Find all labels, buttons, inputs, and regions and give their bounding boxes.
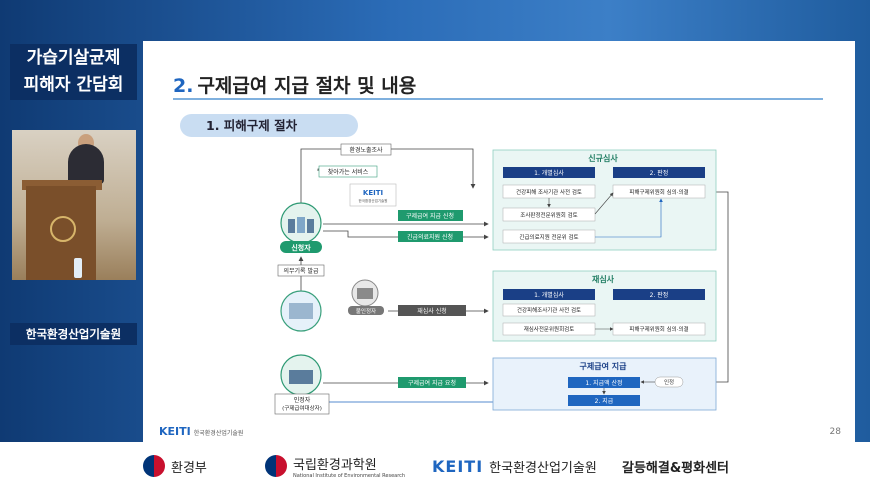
emergency-apply-text: 긴급의료지원 신청 (407, 233, 453, 241)
nier-name-en: National Institute of Environmental Rese… (293, 472, 406, 479)
recipient-label-box (274, 393, 330, 415)
reexam-apply-text: 재심사 신청 (417, 307, 447, 315)
event-title-box: 가습기살균제 피해자 간담회 (10, 44, 137, 100)
connector-top-to-new (391, 148, 476, 189)
new-review-step2 (613, 167, 705, 178)
approve-text: 인정 (664, 379, 674, 386)
podium-top (22, 180, 102, 190)
relief-apply-pill (398, 210, 463, 221)
slide-footer-logo-sub: 한국환경산업기술원 (193, 430, 244, 437)
payment-step1-text: 1. 지급액 산정 (585, 379, 622, 387)
recipient-label1: 인정자 (294, 396, 311, 404)
new-review-step1 (503, 167, 595, 178)
applicant-person-icon (307, 219, 314, 233)
outreach-box (318, 165, 378, 178)
recipient-label2: (구제급여대상자) (282, 404, 322, 412)
new-review-item3-text: 긴급의료지원 전문위 검토 (519, 233, 578, 241)
re-review-item1 (502, 303, 596, 317)
new-review-decision-text: 피해구제위원회 심의·의결 (629, 188, 688, 196)
event-title-line2: 피해자 간담회 (23, 75, 124, 95)
section-number: 2. (173, 75, 194, 97)
slide-title-text: 구제급여 지급 절차 및 내용 (197, 75, 417, 97)
applicant-person-icon (297, 217, 305, 233)
re-review-item2-text: 재심사전문위원회검토 (524, 325, 575, 333)
applicant-label: 신청자 (291, 243, 311, 252)
env-exposure-text: 환경노출조사 (349, 146, 383, 154)
re-review-step2-text: 2. 판정 (650, 291, 669, 299)
new-review-item2-text: 조사판정전문위원회 검토 (520, 211, 577, 219)
center-logo: 갈등해결&평화센터 (622, 452, 729, 480)
new-review-item2 (502, 207, 596, 222)
event-title-line1: 가습기살균제 (26, 48, 121, 68)
connector-applicant-up (300, 148, 341, 215)
re-review-step2 (613, 289, 705, 300)
emergency-apply-pill (398, 231, 463, 242)
presentation-slide: 2.구제급여 지급 절차 및 내용 1. 피해구제 절차 환경노출조사 찾아가는… (143, 41, 855, 442)
applicant-label-pill (280, 241, 322, 253)
env-exposure-box (340, 143, 392, 156)
organization-label: 한국환경산업기술원 (10, 323, 137, 345)
subtitle-pill: 1. 피해구제 절차 (180, 114, 358, 137)
dissatisfied-person-icon (357, 288, 373, 299)
new-review-header: 신규심사 (588, 153, 618, 163)
podium-seal-icon (50, 216, 76, 242)
payment-step1 (568, 377, 640, 388)
outreach-text: 찾아가는 서비스 (328, 168, 369, 176)
taeguk-icon (143, 455, 165, 477)
reexam-apply-pill (398, 305, 466, 316)
medical-issue-box (277, 264, 325, 277)
page-number: 28 (829, 427, 841, 437)
new-review-step1-text: 1. 개별심사 (534, 169, 564, 177)
keiti-name: 한국환경산업기술원 (489, 460, 597, 476)
payment-header: 구제급여 지급 (580, 361, 628, 371)
keiti-logo-text: KEITI (432, 456, 484, 476)
nier-name-kr: 국립환경과학원 (293, 457, 377, 473)
relief-procedure-diagram: 환경노출조사 찾아가는 서비스 KEITI 한국환경산업기술원 신청자 의무기록… (274, 143, 729, 415)
relief-request-pill (398, 377, 466, 388)
new-review-decision (612, 184, 706, 199)
ministry-logo: 환경부 (143, 452, 207, 480)
relief-request-text: 구제급여 지급 요청 (408, 379, 456, 387)
re-review-step1-text: 1. 개별심사 (534, 291, 564, 299)
applicant-person-icon (288, 219, 295, 233)
keiti-logo: KEITI 한국환경산업기술원 (432, 452, 597, 480)
new-review-step2-text: 2. 판정 (650, 169, 669, 177)
dissatisfied-label: 불인정자 (356, 307, 376, 315)
dissatisfied-label-pill (348, 306, 384, 315)
slide-footer-logo-text: KEITI (159, 425, 191, 438)
ministry-name: 환경부 (171, 460, 207, 476)
re-review-step1 (503, 289, 595, 300)
speaker-video (12, 130, 136, 280)
speaker (68, 144, 104, 184)
payment-step2-text: 2. 지급 (595, 397, 614, 405)
new-review-item3 (502, 229, 596, 244)
new-review-arrow (594, 192, 614, 215)
taeguk-icon (265, 455, 287, 477)
payment-step2 (568, 395, 640, 406)
keiti-card-logo: KEITI (363, 189, 383, 197)
relief-apply-text: 구제급여 지급 신청 (406, 212, 454, 220)
new-review-arrow (595, 198, 663, 238)
medical-issue-text: 의무기록 발급 (283, 267, 319, 275)
title-underline (173, 98, 823, 100)
re-review-item1-text: 건강피해조사기관 사전 검토 (517, 306, 581, 314)
re-review-decision-text: 피해구제위원회 심의·의결 (629, 325, 688, 333)
new-review-item1-text: 건강피해 조사기관 사전 검토 (516, 188, 582, 196)
re-review-header: 재심사 (592, 274, 615, 284)
keiti-card-sub: 한국환경산업기술원 (359, 198, 388, 203)
keiti-card (349, 183, 397, 207)
center-name: 갈등해결&평화센터 (622, 460, 730, 476)
hospital-building-icon (289, 303, 313, 319)
recipient-person-icon (289, 370, 313, 384)
water-bottle (74, 258, 82, 278)
slide-title: 2.구제급여 지급 절차 및 내용 (173, 71, 416, 98)
